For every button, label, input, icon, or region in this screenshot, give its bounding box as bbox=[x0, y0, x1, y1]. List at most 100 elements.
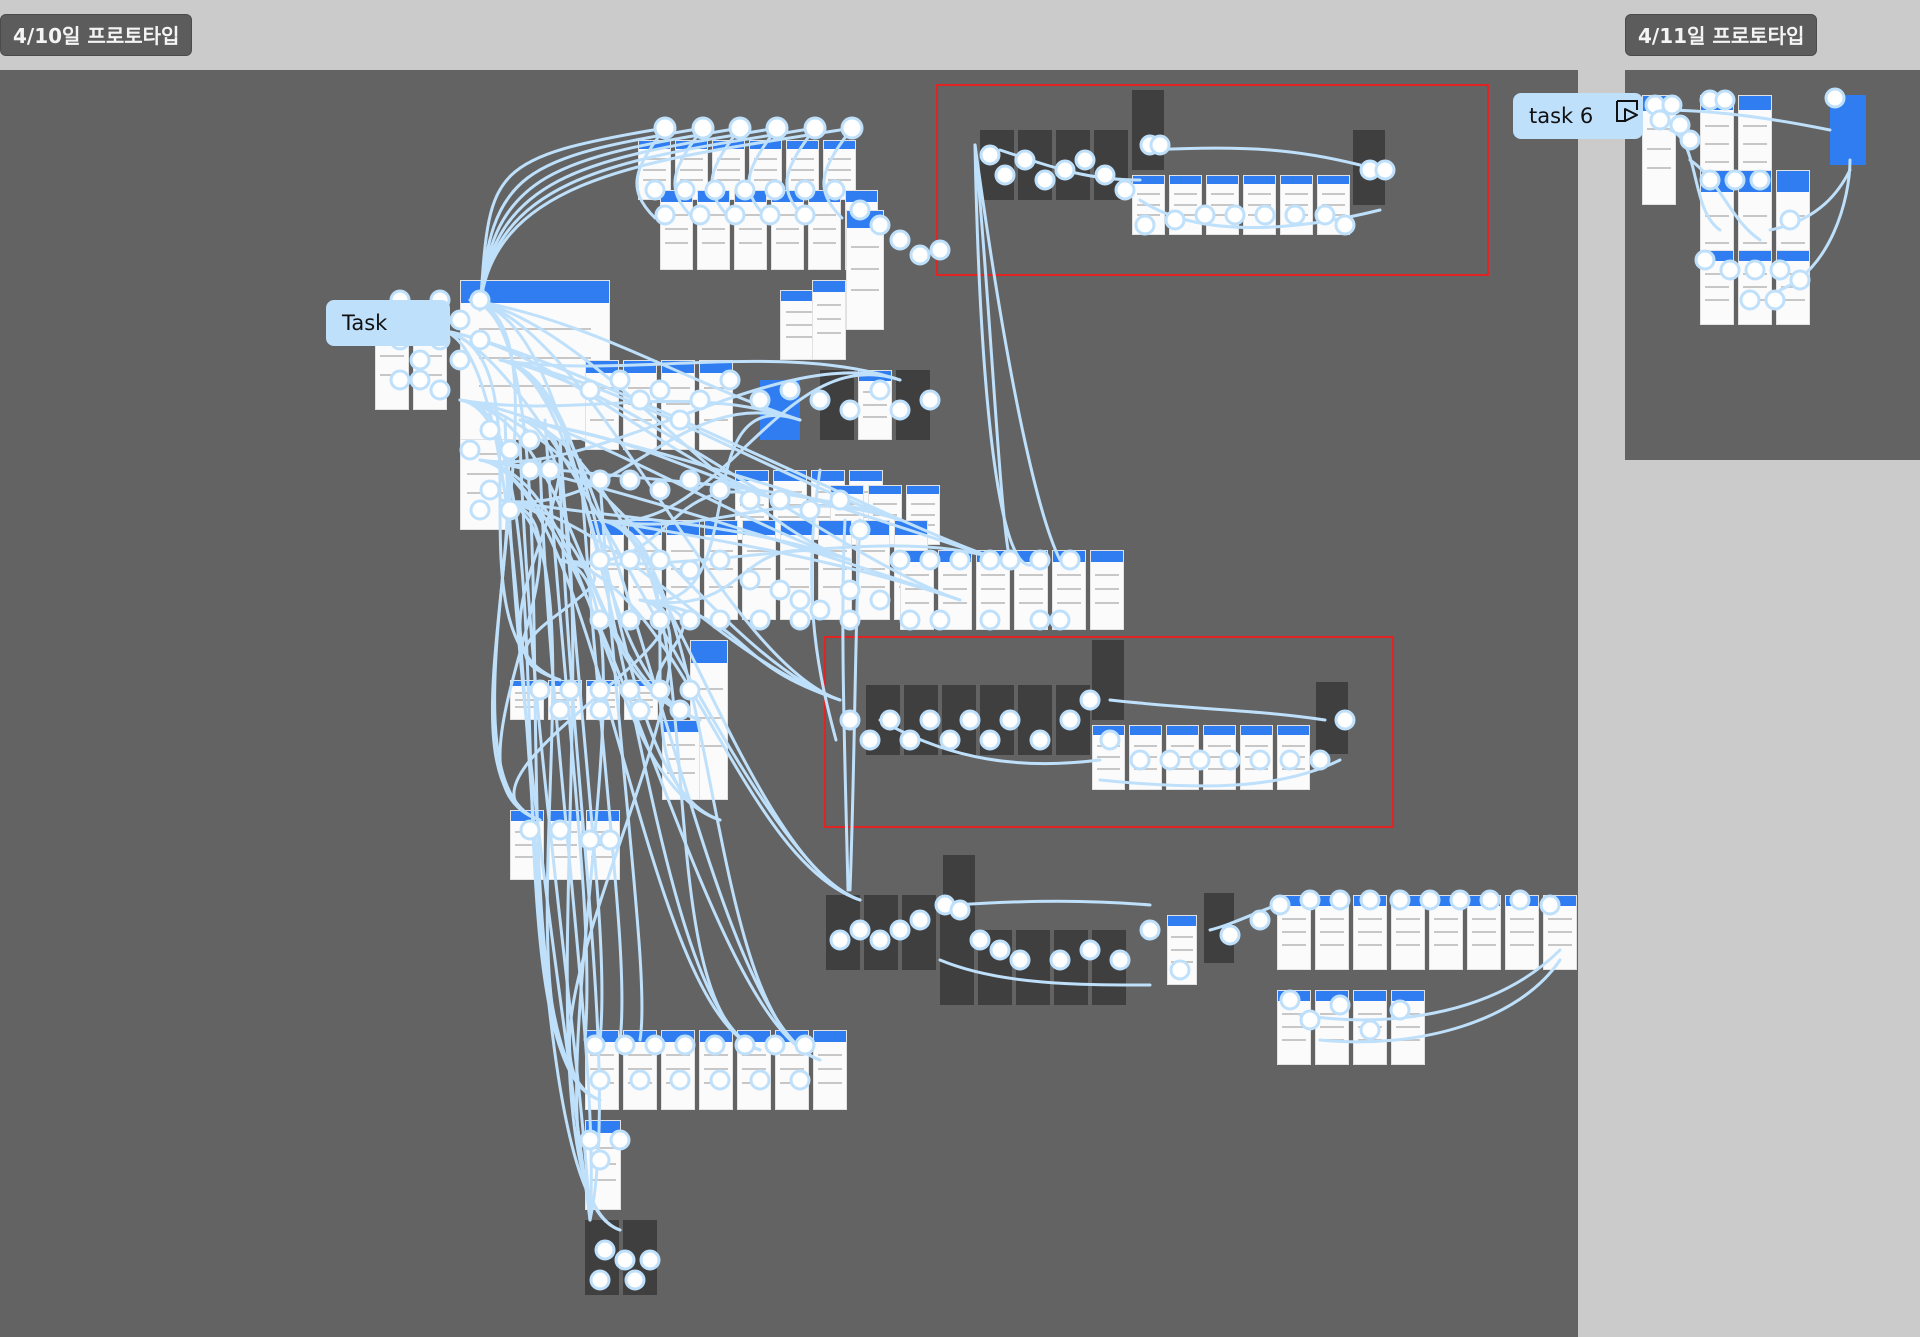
prototype-frame[interactable] bbox=[1206, 175, 1239, 235]
prototype-frame[interactable] bbox=[585, 1030, 619, 1110]
prototype-frame[interactable] bbox=[820, 370, 854, 440]
prototype-frame[interactable] bbox=[902, 895, 936, 970]
prototype-frame[interactable] bbox=[858, 370, 892, 440]
prototype-frame[interactable] bbox=[826, 895, 860, 970]
prototype-frame[interactable] bbox=[1169, 175, 1202, 235]
prototype-frame[interactable] bbox=[628, 520, 662, 620]
prototype-frame[interactable] bbox=[1277, 990, 1311, 1065]
prototype-frame[interactable] bbox=[704, 520, 738, 620]
prototype-frame[interactable] bbox=[1317, 175, 1350, 235]
prototype-frame[interactable] bbox=[661, 360, 695, 450]
prototype-frame[interactable] bbox=[661, 1030, 695, 1110]
prototype-frame[interactable] bbox=[980, 685, 1014, 755]
prototype-frame[interactable] bbox=[938, 550, 972, 630]
prototype-frame[interactable] bbox=[666, 520, 700, 620]
prototype-frame[interactable] bbox=[1391, 895, 1425, 970]
prototype-frame[interactable] bbox=[1167, 915, 1197, 985]
prototype-frame[interactable] bbox=[1830, 95, 1866, 165]
prototype-frame[interactable] bbox=[697, 190, 730, 270]
prototype-frame[interactable] bbox=[660, 190, 693, 270]
prototype-frame[interactable] bbox=[896, 370, 930, 440]
prototype-frame[interactable] bbox=[623, 360, 657, 450]
prototype-frame[interactable] bbox=[623, 1220, 657, 1295]
prototype-frame[interactable] bbox=[1132, 90, 1164, 170]
prototype-frame[interactable] bbox=[1280, 175, 1313, 235]
prototype-frame[interactable] bbox=[813, 1030, 847, 1110]
prototype-frame[interactable] bbox=[1738, 250, 1772, 325]
prototype-frame[interactable] bbox=[1505, 895, 1539, 970]
prototype-frame[interactable] bbox=[864, 895, 898, 970]
prototype-frame[interactable] bbox=[1166, 725, 1199, 790]
prototype-frame[interactable] bbox=[1353, 990, 1387, 1065]
prototype-frame[interactable] bbox=[1014, 550, 1048, 630]
prototype-frame[interactable] bbox=[1243, 175, 1276, 235]
prototype-frame[interactable] bbox=[585, 360, 619, 450]
prototype-frame[interactable] bbox=[1467, 895, 1501, 970]
prototype-frame[interactable] bbox=[1776, 250, 1810, 325]
prototype-frame[interactable] bbox=[699, 360, 733, 450]
section-label-4-10[interactable]: 4/10일 프로토타입 bbox=[0, 14, 193, 56]
prototype-frame[interactable] bbox=[623, 1030, 657, 1110]
prototype-frame[interactable] bbox=[1316, 682, 1348, 754]
prototype-frame[interactable] bbox=[1090, 550, 1124, 630]
prototype-frame[interactable] bbox=[586, 810, 620, 880]
prototype-frame[interactable] bbox=[760, 380, 800, 440]
prototype-frame[interactable] bbox=[1132, 175, 1165, 235]
flow-start-task-6[interactable]: task 6 bbox=[1513, 93, 1643, 139]
prototype-frame[interactable] bbox=[1240, 725, 1273, 790]
prototype-frame[interactable] bbox=[1092, 640, 1124, 720]
prototype-frame[interactable] bbox=[624, 680, 658, 720]
prototype-frame[interactable] bbox=[585, 1220, 619, 1295]
prototype-frame[interactable] bbox=[1429, 895, 1463, 970]
prototype-frame[interactable] bbox=[846, 210, 884, 330]
prototype-frame[interactable] bbox=[1016, 930, 1050, 1005]
prototype-frame[interactable] bbox=[590, 520, 624, 620]
prototype-frame[interactable] bbox=[856, 520, 890, 620]
prototype-frame[interactable] bbox=[1543, 895, 1577, 970]
prototype-frame[interactable] bbox=[808, 190, 841, 270]
prototype-frame[interactable] bbox=[1315, 990, 1349, 1065]
play-icon[interactable] bbox=[1614, 94, 1640, 140]
prototype-frame[interactable] bbox=[1092, 930, 1126, 1005]
prototype-frame[interactable] bbox=[510, 810, 544, 880]
prototype-frame[interactable] bbox=[866, 685, 900, 755]
prototype-frame[interactable] bbox=[548, 680, 582, 720]
prototype-frame[interactable] bbox=[548, 810, 582, 880]
flow-start-task[interactable]: Task bbox=[326, 300, 450, 346]
prototype-frame[interactable] bbox=[812, 280, 846, 360]
prototype-frame[interactable] bbox=[1277, 895, 1311, 970]
prototype-frame[interactable] bbox=[1018, 685, 1052, 755]
prototype-frame[interactable] bbox=[976, 550, 1010, 630]
prototype-frame[interactable] bbox=[980, 130, 1014, 200]
prototype-frame[interactable] bbox=[586, 680, 620, 720]
section-label-4-11[interactable]: 4/11일 프로토타입 bbox=[1625, 14, 1818, 56]
prototype-frame[interactable] bbox=[771, 190, 804, 270]
prototype-frame[interactable] bbox=[742, 520, 776, 620]
prototype-frame[interactable] bbox=[510, 680, 544, 720]
prototype-frame[interactable] bbox=[780, 520, 814, 620]
prototype-frame[interactable] bbox=[1092, 725, 1125, 790]
prototype-frame[interactable] bbox=[942, 685, 976, 755]
prototype-frame[interactable] bbox=[1203, 725, 1236, 790]
prototype-frame[interactable] bbox=[978, 930, 1012, 1005]
prototype-frame[interactable] bbox=[734, 190, 767, 270]
prototype-frame[interactable] bbox=[1129, 725, 1162, 790]
prototype-frame[interactable] bbox=[1094, 130, 1128, 200]
prototype-frame[interactable] bbox=[1353, 130, 1385, 205]
prototype-frame[interactable] bbox=[1056, 130, 1090, 200]
prototype-frame[interactable] bbox=[1391, 990, 1425, 1065]
prototype-frame[interactable] bbox=[818, 520, 852, 620]
prototype-frame[interactable] bbox=[1204, 893, 1234, 963]
prototype-frame[interactable] bbox=[940, 930, 974, 1005]
prototype-frame[interactable] bbox=[1052, 550, 1086, 630]
prototype-frame[interactable] bbox=[900, 550, 934, 630]
prototype-frame[interactable] bbox=[1353, 895, 1387, 970]
prototype-frame[interactable] bbox=[1642, 95, 1676, 205]
prototype-frame[interactable] bbox=[585, 1120, 621, 1210]
prototype-frame[interactable] bbox=[904, 685, 938, 755]
prototype-frame[interactable] bbox=[775, 1030, 809, 1110]
prototype-frame[interactable] bbox=[699, 1030, 733, 1110]
prototype-frame[interactable] bbox=[662, 720, 700, 800]
prototype-frame[interactable] bbox=[1700, 250, 1734, 325]
prototype-frame[interactable] bbox=[1056, 685, 1090, 755]
